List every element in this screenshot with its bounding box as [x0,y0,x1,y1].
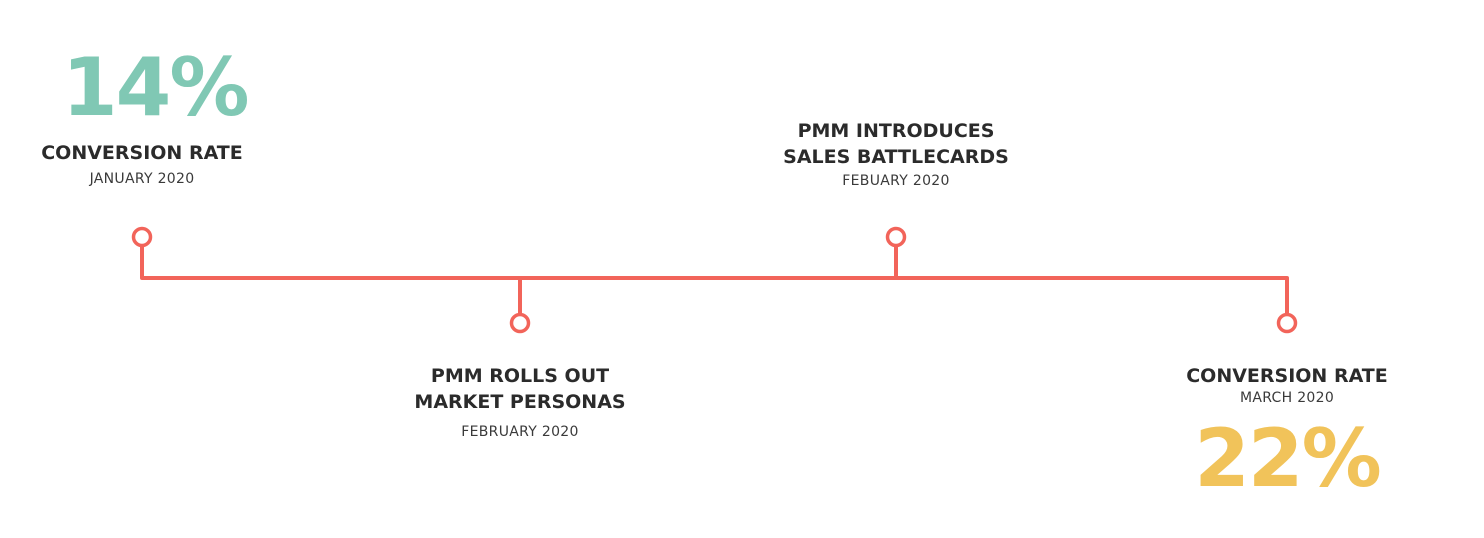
milestone-4-title: CONVERSION RATE [1186,365,1388,387]
milestone-3-marker [885,226,907,248]
start-conversion-stat: 14% [62,41,249,134]
milestone-1-marker [131,226,153,248]
milestone-4-marker [1276,312,1298,334]
milestone-2-title-line-2: MARKET PERSONAS [414,391,626,413]
milestone-4-date: MARCH 2020 [1239,390,1335,406]
milestone-1: 14% CONVERSION RATE JANUARY 2020 [22,48,262,188]
milestone-2-title-line-1: PMM ROLLS OUT [430,365,610,387]
milestone-4: CONVERSION RATE MARCH 2020 22% [1167,363,1407,499]
milestone-3: PMM INTRODUCES SALES BATTLECARDS FEBUARY… [756,118,1036,190]
milestone-3-title-line-2: SALES BATTLECARDS [783,146,1009,168]
end-conversion-stat: 22% [1194,412,1381,505]
milestone-3-date: FEBUARY 2020 [842,173,950,189]
milestone-1-date: JANUARY 2020 [89,171,195,187]
milestone-1-title: CONVERSION RATE [41,142,243,164]
milestone-2-date: FEBRUARY 2020 [461,424,579,440]
milestone-2: PMM ROLLS OUT MARKET PERSONAS FEBRUARY 2… [380,363,660,441]
milestone-2-marker [509,312,531,334]
milestone-3-title-line-1: PMM INTRODUCES [797,120,995,142]
